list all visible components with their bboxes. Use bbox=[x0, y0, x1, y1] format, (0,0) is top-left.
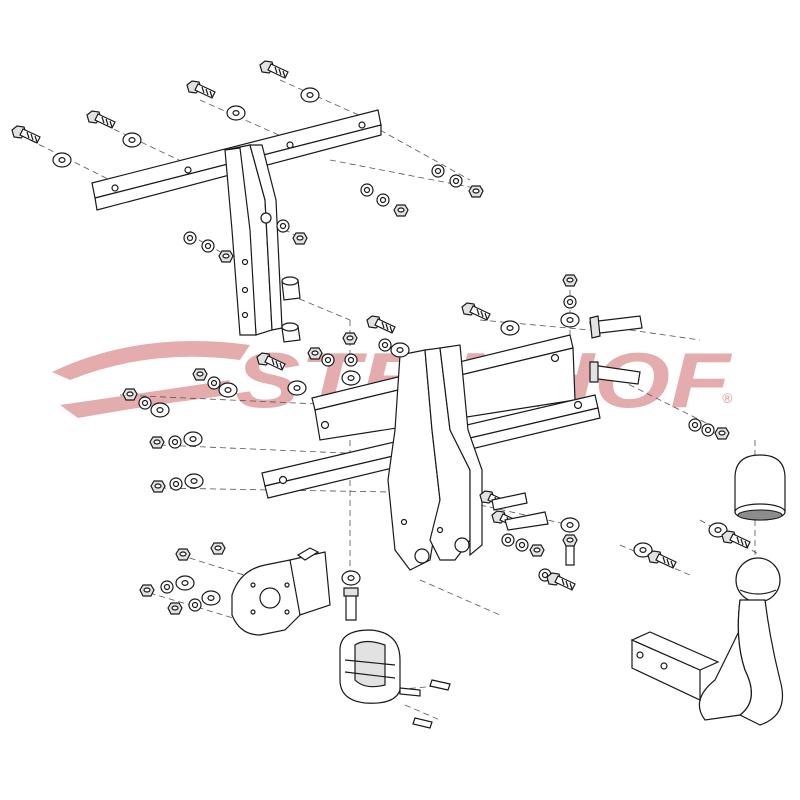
registered-mark: ® bbox=[722, 390, 733, 406]
tow-ball-assembly bbox=[630, 454, 786, 726]
electrical-socket bbox=[339, 629, 451, 729]
spacer-sleeves bbox=[281, 276, 301, 343]
right-hardware bbox=[461, 274, 751, 591]
socket-bracket bbox=[231, 547, 331, 636]
main-crossmember bbox=[261, 334, 601, 571]
upper-bolts bbox=[11, 60, 289, 144]
socket-hardware bbox=[139, 542, 361, 621]
